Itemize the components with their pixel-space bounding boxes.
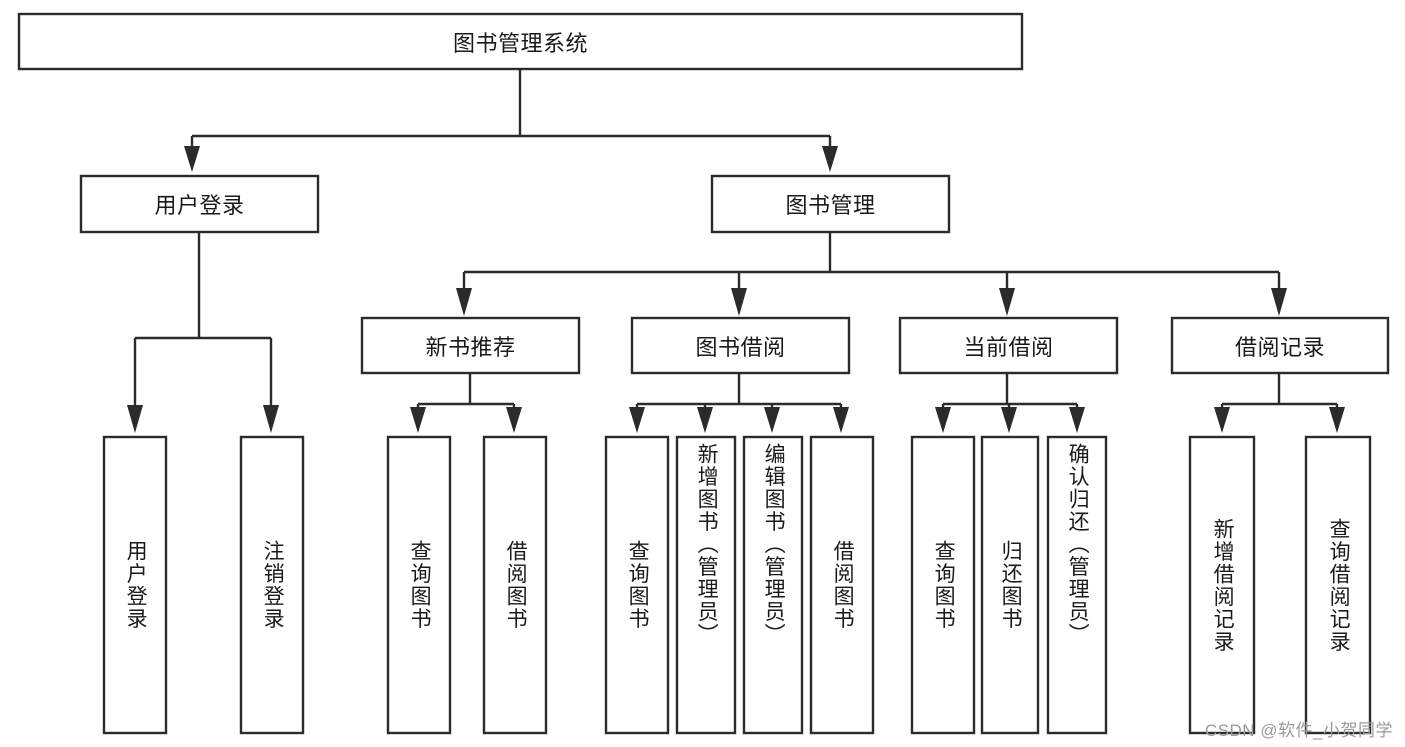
arrow-leaf-query-record bbox=[1329, 407, 1345, 433]
node-box-current-borrow[interactable] bbox=[898, 316, 1119, 375]
node-box-leaf-user-login[interactable] bbox=[102, 435, 168, 735]
node-box-borrow-record[interactable] bbox=[1170, 316, 1390, 375]
node-box-new-book-recommend[interactable] bbox=[360, 316, 581, 375]
node-box-leaf-edit-book[interactable] bbox=[742, 435, 804, 735]
arrow-to-book-borrow bbox=[731, 288, 747, 316]
node-box-leaf-borrow-book-1[interactable] bbox=[482, 435, 548, 735]
arrow-leaf-add-book bbox=[697, 407, 713, 433]
arrow-to-current-borrow bbox=[999, 288, 1015, 316]
arrow-leaf-query-book-2 bbox=[629, 407, 645, 433]
arrow-leaf-user-login bbox=[127, 405, 143, 433]
node-box-group bbox=[17, 12, 1390, 735]
node-box-leaf-confirm-return[interactable] bbox=[1046, 435, 1108, 735]
node-box-leaf-query-record[interactable] bbox=[1304, 435, 1372, 735]
node-box-leaf-borrow-book-2[interactable] bbox=[809, 435, 875, 735]
arrow-leaf-return-book bbox=[1001, 407, 1017, 433]
node-box-leaf-query-book-2[interactable] bbox=[604, 435, 670, 735]
node-box-book-borrow[interactable] bbox=[630, 316, 851, 375]
connector-group bbox=[127, 69, 1345, 433]
node-box-user-login[interactable] bbox=[79, 174, 320, 234]
node-box-leaf-query-book-1[interactable] bbox=[386, 435, 452, 735]
arrow-leaf-add-record bbox=[1214, 407, 1230, 433]
arrow-to-borrow-record bbox=[1271, 288, 1287, 316]
node-box-leaf-add-book[interactable] bbox=[675, 435, 737, 735]
arrow-to-user-login bbox=[184, 146, 200, 172]
arrow-to-new-book-recommend bbox=[456, 288, 472, 316]
node-box-leaf-return-book[interactable] bbox=[980, 435, 1040, 735]
arrow-leaf-borrow-book-2 bbox=[833, 407, 849, 433]
arrow-leaf-edit-book bbox=[764, 407, 780, 433]
csdn-watermark: CSDN @软件_小贺同学 bbox=[1204, 721, 1393, 740]
arrow-to-book-manage bbox=[822, 146, 838, 172]
node-box-leaf-query-book-3[interactable] bbox=[910, 435, 976, 735]
node-box-leaf-add-record[interactable] bbox=[1188, 435, 1256, 735]
arrow-leaf-query-book-3 bbox=[935, 407, 951, 433]
node-box-root[interactable] bbox=[17, 12, 1024, 71]
arrow-leaf-borrow-book-1 bbox=[506, 407, 522, 433]
arrow-leaf-query-book-1 bbox=[410, 407, 426, 433]
arrow-leaf-confirm-return bbox=[1069, 407, 1085, 433]
node-box-book-manage[interactable] bbox=[710, 174, 951, 234]
arrow-leaf-user-logout bbox=[263, 405, 279, 433]
node-box-leaf-user-logout[interactable] bbox=[239, 435, 305, 735]
